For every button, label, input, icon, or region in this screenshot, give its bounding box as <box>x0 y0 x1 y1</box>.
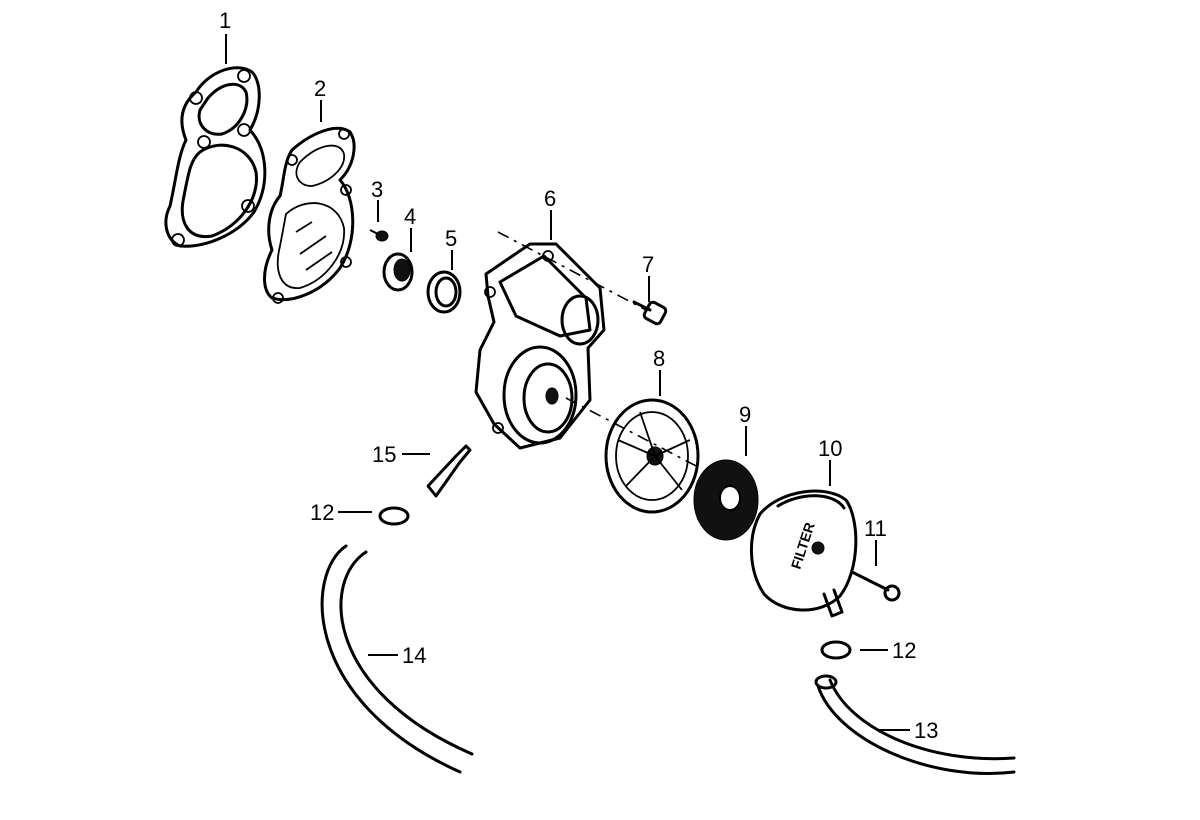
callout-8: 8 <box>653 346 665 371</box>
part-13-short-hose <box>814 674 1016 775</box>
callout-15: 15 <box>372 442 396 467</box>
callout-labels: 1 2 3 4 5 6 7 8 9 10 11 12 12 13 14 15 <box>219 8 938 743</box>
callout-7: 7 <box>642 252 654 277</box>
part-12-clip-lower <box>820 640 852 660</box>
part-14-long-hose <box>320 544 474 774</box>
part-12-clip-upper <box>378 506 410 526</box>
callout-12-lower: 12 <box>892 638 916 663</box>
callout-12-upper: 12 <box>310 500 334 525</box>
callout-13: 13 <box>914 718 938 743</box>
callout-9: 9 <box>739 402 751 427</box>
callout-5: 5 <box>445 226 457 251</box>
callout-10: 10 <box>818 436 842 461</box>
part-4-valve <box>382 252 414 292</box>
part-9-seal <box>693 459 759 541</box>
callout-11: 11 <box>864 516 887 541</box>
part-7-bolt <box>632 300 668 326</box>
part-6-pump-body <box>474 231 701 469</box>
part-8-impeller <box>604 398 700 514</box>
part-3-screw <box>369 229 389 242</box>
part-2-diaphragm <box>263 126 356 304</box>
part-15-fitting <box>426 444 472 498</box>
part-1-gasket <box>164 66 267 248</box>
callout-6: 6 <box>544 186 556 211</box>
callout-2: 2 <box>314 76 326 101</box>
part-10-filter-cover: FILTER <box>750 489 858 618</box>
callout-14: 14 <box>402 643 426 668</box>
part-11-screw <box>850 570 901 602</box>
leader-lines <box>225 34 910 731</box>
callout-3: 3 <box>371 177 383 202</box>
callout-4: 4 <box>404 204 416 229</box>
callout-1: 1 <box>219 8 231 33</box>
part-5-ring <box>426 270 462 314</box>
